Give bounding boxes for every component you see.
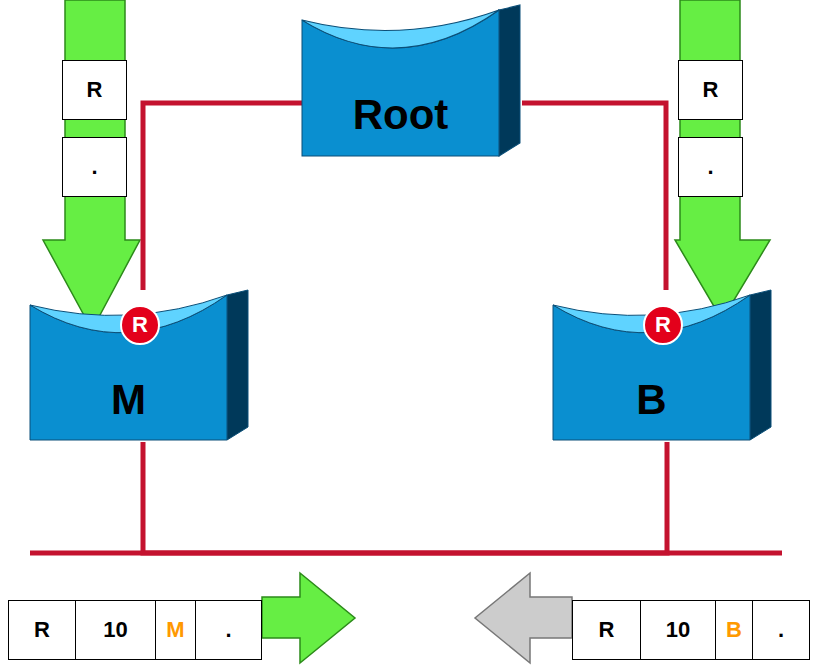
message-field: 10 [640, 600, 716, 660]
message-field: R [62, 60, 127, 120]
link [143, 103, 302, 290]
message-field: R [678, 60, 743, 120]
bridge: MR [30, 290, 250, 442]
port-label: R [645, 307, 681, 343]
bridge-face [227, 290, 248, 440]
bpdu-arrow [675, 0, 770, 320]
bridge-name: M [30, 375, 227, 425]
bridge-face [302, 10, 499, 48]
message-field: R [572, 600, 641, 660]
link [143, 442, 667, 553]
bpdu-arrow [43, 0, 140, 330]
bridge-face [750, 290, 771, 440]
message-field: . [62, 137, 127, 197]
blocked-arrow [475, 573, 572, 663]
bridge-face [553, 295, 750, 440]
bridge-name: B [553, 375, 750, 425]
bridge-face [499, 5, 520, 156]
root-port: R [120, 305, 160, 345]
root-port: R [643, 305, 683, 345]
bridge: Root [302, 5, 522, 158]
message-field: M [155, 600, 196, 660]
bpdu-arrow [262, 573, 355, 663]
bridge-name: Root [302, 90, 499, 140]
message-field: B [715, 600, 753, 660]
bridge-face [30, 295, 227, 440]
message-field: . [678, 137, 743, 197]
message-field: . [752, 600, 810, 660]
message-field: . [195, 600, 262, 660]
bridge: BR [553, 290, 773, 442]
bridge-face [302, 10, 499, 156]
message-field: 10 [75, 600, 156, 660]
link [522, 103, 666, 290]
message-field: R [8, 600, 76, 660]
port-label: R [122, 307, 158, 343]
